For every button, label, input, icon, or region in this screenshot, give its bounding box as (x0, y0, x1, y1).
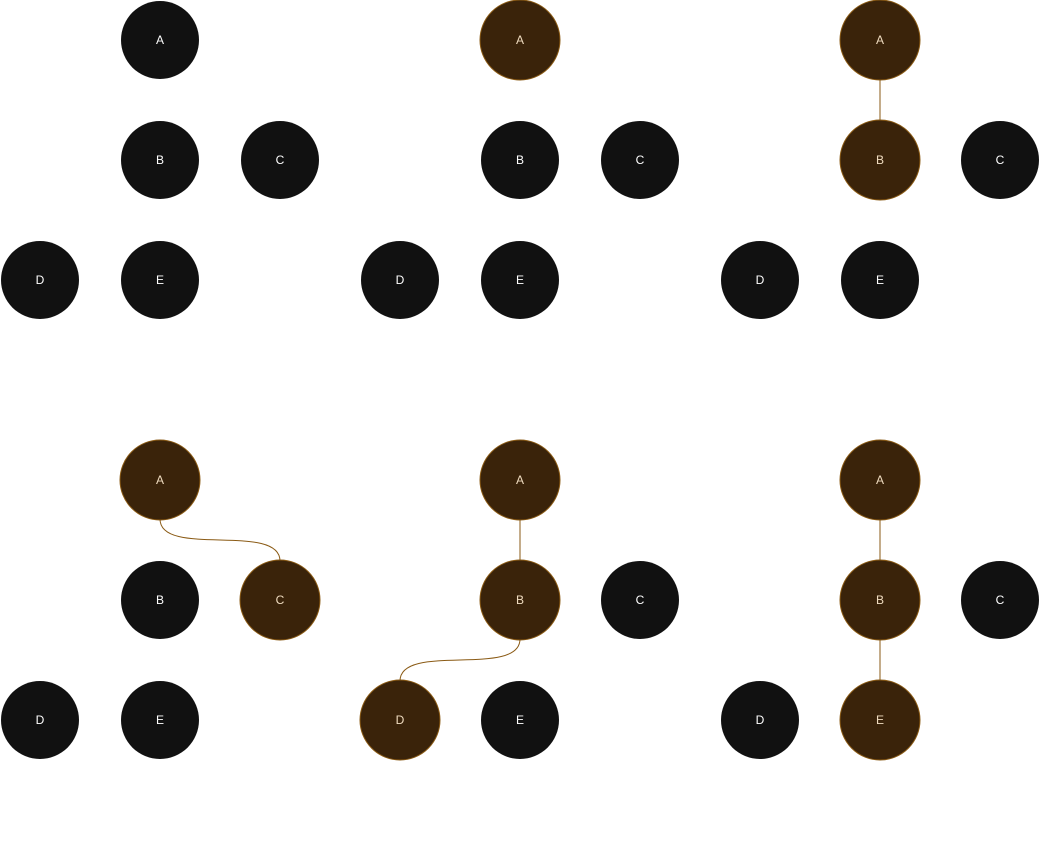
node-d: D (721, 241, 799, 319)
node-circle (961, 121, 1039, 199)
node-b: B (481, 121, 559, 199)
node-label: D (36, 713, 45, 727)
panel-4: A B C D E (1, 439, 321, 759)
node-circle (1, 681, 79, 759)
node-a: A (121, 1, 199, 79)
node-circle (121, 561, 199, 639)
node-label: D (396, 273, 405, 287)
node-circle (481, 681, 559, 759)
node-e: E (481, 681, 559, 759)
node-label: C (276, 593, 285, 607)
node-label: D (756, 713, 765, 727)
panel-2: A B C D E (361, 0, 679, 319)
node-label: C (636, 153, 645, 167)
node-circle (839, 559, 921, 641)
node-label: D (396, 713, 405, 727)
node-circle (479, 0, 561, 81)
node-c: C (239, 559, 321, 641)
node-circle (481, 241, 559, 319)
node-label: C (996, 593, 1005, 607)
node-e: E (839, 679, 921, 761)
node-label: B (876, 593, 884, 607)
node-circle (839, 119, 921, 201)
node-circle (1, 241, 79, 319)
node-a: A (839, 0, 921, 81)
node-circle (481, 121, 559, 199)
node-a: A (119, 439, 201, 521)
node-circle (721, 681, 799, 759)
node-label: C (276, 153, 285, 167)
node-label: B (876, 153, 884, 167)
node-b: B (479, 559, 561, 641)
node-label: A (876, 33, 884, 47)
node-label: E (876, 273, 884, 287)
node-circle (721, 241, 799, 319)
node-circle (119, 439, 201, 521)
node-circle (241, 121, 319, 199)
node-circle (841, 241, 919, 319)
node-d: D (1, 241, 79, 319)
node-label: C (636, 593, 645, 607)
node-label: C (996, 153, 1005, 167)
node-label: E (516, 273, 524, 287)
node-a: A (839, 439, 921, 521)
node-e: E (121, 241, 199, 319)
node-label: B (156, 593, 164, 607)
node-b: B (839, 119, 921, 201)
node-circle (839, 0, 921, 81)
panel-5: A B C D E (359, 439, 679, 761)
node-c: C (601, 561, 679, 639)
node-circle (121, 1, 199, 79)
node-c: C (241, 121, 319, 199)
node-c: C (961, 561, 1039, 639)
node-e: E (841, 241, 919, 319)
node-c: C (601, 121, 679, 199)
node-circle (361, 241, 439, 319)
node-circle (961, 561, 1039, 639)
node-d: D (359, 679, 441, 761)
node-a: A (479, 0, 561, 81)
node-label: A (156, 473, 164, 487)
node-label: A (876, 473, 884, 487)
node-label: A (516, 473, 524, 487)
node-circle (479, 559, 561, 641)
node-label: A (156, 33, 164, 47)
node-circle (121, 121, 199, 199)
node-d: D (361, 241, 439, 319)
panel-1: A B C D E (1, 1, 319, 319)
node-label: E (876, 713, 884, 727)
node-circle (239, 559, 321, 641)
node-circle (479, 439, 561, 521)
node-label: B (516, 593, 524, 607)
panel-3: A B C D E (721, 0, 1039, 319)
node-label: E (156, 273, 164, 287)
panel-6: A B C D E (721, 439, 1039, 761)
node-b: B (839, 559, 921, 641)
node-circle (839, 439, 921, 521)
edge-a-c (159, 518, 281, 562)
node-c: C (961, 121, 1039, 199)
node-d: D (721, 681, 799, 759)
node-label: D (756, 273, 765, 287)
node-a: A (479, 439, 561, 521)
node-b: B (121, 121, 199, 199)
edge-b-d (399, 638, 521, 682)
node-label: B (516, 153, 524, 167)
node-circle (839, 679, 921, 761)
node-e: E (481, 241, 559, 319)
node-label: A (516, 33, 524, 47)
node-label: E (156, 713, 164, 727)
node-e: E (121, 681, 199, 759)
node-circle (121, 241, 199, 319)
node-label: E (516, 713, 524, 727)
node-circle (601, 561, 679, 639)
node-label: B (156, 153, 164, 167)
node-label: D (36, 273, 45, 287)
node-circle (359, 679, 441, 761)
node-b: B (121, 561, 199, 639)
node-circle (121, 681, 199, 759)
node-circle (601, 121, 679, 199)
node-d: D (1, 681, 79, 759)
